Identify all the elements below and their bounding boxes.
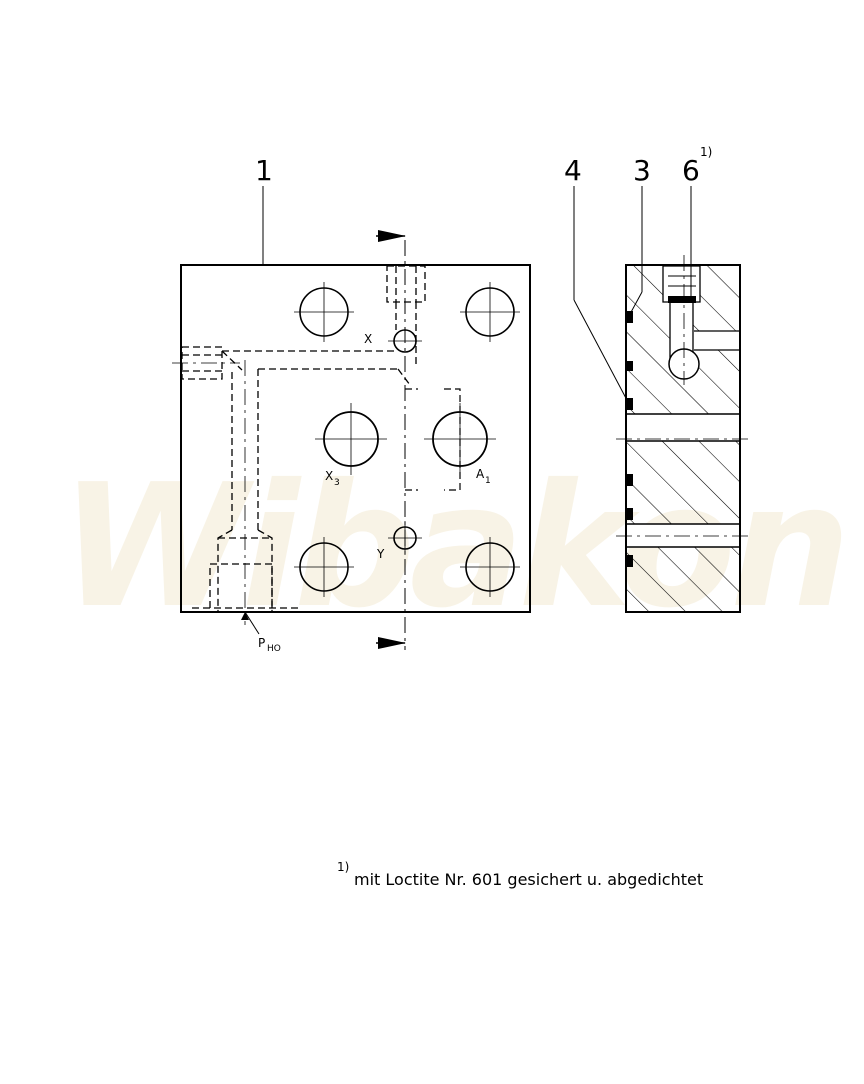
label-port-a1: A xyxy=(476,467,485,481)
side-block-outline xyxy=(625,264,741,613)
label-port-pho: P xyxy=(258,636,265,650)
label-port-y: Y xyxy=(376,547,385,561)
section-arrow-top xyxy=(378,230,406,242)
label-port-pho-sub: HO xyxy=(267,644,281,654)
front-view xyxy=(172,235,531,650)
footnote-marker: 1) xyxy=(337,860,349,874)
label-part-6-note-ref: 1) xyxy=(700,145,712,159)
label-port-x: X xyxy=(364,332,372,346)
footnote-text: mit Loctite Nr. 601 gesichert u. abgedic… xyxy=(354,870,703,889)
label-port-x3-sub: 3 xyxy=(334,478,340,488)
label-part-1: 1 xyxy=(255,154,273,187)
label-part-4: 4 xyxy=(564,154,582,187)
side-section-view xyxy=(573,186,748,613)
label-part-3: 3 xyxy=(633,154,651,187)
section-arrow-bottom xyxy=(378,637,406,649)
label-part-6: 6 xyxy=(682,154,700,187)
plug-6 xyxy=(668,296,696,303)
label-port-a1-sub: 1 xyxy=(485,476,491,486)
label-port-x3: X xyxy=(325,469,333,483)
seals-part-4 xyxy=(627,311,633,567)
manifold-block-outline xyxy=(180,264,531,613)
